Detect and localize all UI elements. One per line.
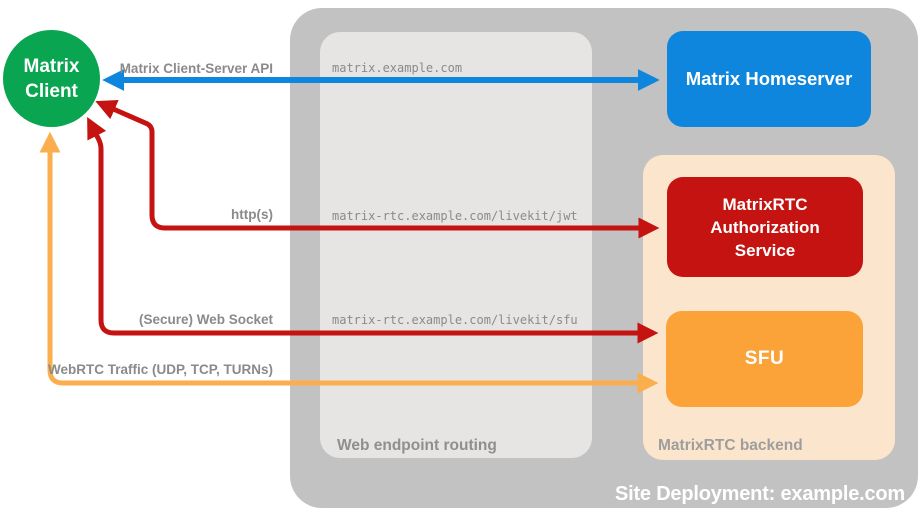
sfu-label: SFU: [744, 348, 785, 369]
web-endpoint-routing-panel: [320, 32, 592, 458]
matrix-client-label: Matrix Client: [23, 55, 80, 102]
https-arrow-label: http(s): [231, 207, 273, 222]
site-deployment-caption: Site Deployment: example.com: [614, 483, 905, 505]
route-livekit-jwt: matrix-rtc.example.com/livekit/jwt: [332, 209, 578, 223]
matrix-client-node: Matrix Client: [3, 30, 100, 127]
matrixrtc-backend-caption: MatrixRTC backend: [658, 437, 803, 454]
route-matrix-domain: matrix.example.com: [332, 61, 463, 75]
client-server-api-arrow-label: Matrix Client-Server API: [119, 61, 273, 76]
route-livekit-sfu: matrix-rtc.example.com/livekit/sfu: [332, 313, 578, 327]
matrixrtc-authorization-service-label: MatrixRTC Authorization Service: [710, 194, 820, 260]
matrix-homeserver-label: Matrix Homeserver: [685, 68, 853, 89]
web-endpoint-routing-caption: Web endpoint routing: [337, 437, 497, 454]
matrixrtc-authorization-service-node: MatrixRTC Authorization Service: [667, 177, 863, 277]
web-socket-arrow-label: (Secure) Web Socket: [138, 312, 273, 327]
sfu-node: SFU: [666, 311, 863, 407]
webrtc-traffic-arrow-label: WebRTC Traffic (UDP, TCP, TURNs): [47, 362, 273, 377]
matrix-homeserver-node: Matrix Homeserver: [667, 31, 871, 127]
